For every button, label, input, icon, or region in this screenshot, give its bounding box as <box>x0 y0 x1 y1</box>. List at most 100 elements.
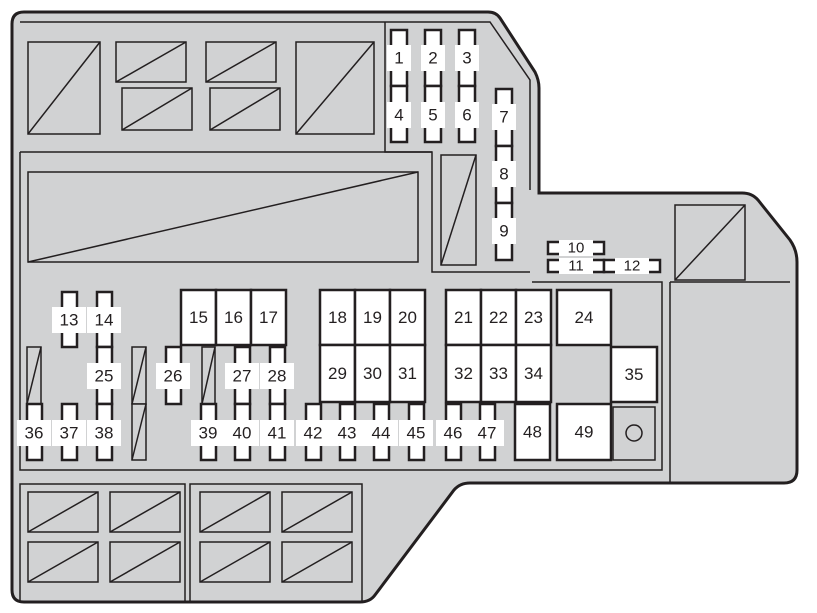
fuse-number: 12 <box>624 258 641 275</box>
fuse-number: 4 <box>394 106 403 125</box>
fuse-43[interactable]: 43 <box>330 402 364 462</box>
fuse-37[interactable]: 37 <box>52 402 86 462</box>
fuse-38[interactable]: 38 <box>87 402 121 462</box>
fuse-12[interactable]: 12 <box>602 258 662 275</box>
fuse-16[interactable]: 16 <box>214 288 253 347</box>
relay-slot-diagonal <box>674 204 746 281</box>
fuse-number: 18 <box>328 308 347 327</box>
fuse-39[interactable]: 39 <box>191 402 225 462</box>
label-background <box>387 102 411 128</box>
label-background <box>52 307 86 333</box>
label-background <box>87 420 121 446</box>
relay-body <box>609 345 659 404</box>
fuse-33[interactable]: 33 <box>479 343 518 404</box>
label-background <box>260 363 294 389</box>
fuse-2[interactable]: 2 <box>421 28 445 88</box>
fuse-number: 41 <box>268 424 287 443</box>
fuse-number: 13 <box>60 311 79 330</box>
fuse-3[interactable]: 3 <box>455 28 479 88</box>
fuse-22[interactable]: 22 <box>479 288 518 347</box>
fuse-number: 10 <box>568 240 585 257</box>
relay-body <box>514 343 553 404</box>
fuse-21[interactable]: 21 <box>444 288 483 347</box>
spare-slot-diagonal <box>131 403 147 461</box>
relay-group <box>19 483 186 603</box>
fuse-20[interactable]: 20 <box>388 288 427 347</box>
label-background <box>559 258 593 274</box>
fuse-number: 20 <box>398 308 417 327</box>
fuse-number: 36 <box>25 424 44 443</box>
fuse-number: 3 <box>462 49 471 68</box>
fuse-7[interactable]: 7 <box>492 87 516 148</box>
label-background <box>455 45 479 71</box>
fuse-8[interactable]: 8 <box>492 144 516 205</box>
relay-body <box>353 343 392 404</box>
fuse-9[interactable]: 9 <box>492 201 516 262</box>
fuse-number: 43 <box>338 424 357 443</box>
label-background <box>52 420 86 446</box>
label-background <box>387 45 411 71</box>
bolt-icon <box>625 424 643 442</box>
fuse-42[interactable]: 42 <box>296 402 330 462</box>
label-background <box>87 307 121 333</box>
fuse-18[interactable]: 18 <box>318 288 357 347</box>
fuse-14[interactable]: 14 <box>87 290 121 349</box>
label-background <box>421 102 445 128</box>
fuse-30[interactable]: 30 <box>353 343 392 404</box>
spare-slot-diagonal <box>131 346 147 405</box>
label-background <box>399 420 433 446</box>
fuse-number: 23 <box>524 308 543 327</box>
fuse-47[interactable]: 47 <box>470 402 504 462</box>
fuse-15[interactable]: 15 <box>179 288 218 347</box>
fuse-48[interactable]: 48 <box>513 402 552 462</box>
fuse-46[interactable]: 46 <box>436 402 470 462</box>
fuse-41[interactable]: 41 <box>260 402 294 462</box>
label-background <box>492 104 516 130</box>
relay-slot-diagonal <box>109 491 181 533</box>
relay-body <box>214 288 253 347</box>
fuse-number: 48 <box>523 423 542 442</box>
fuse-5[interactable]: 5 <box>421 84 445 144</box>
fuse-number: 26 <box>164 367 183 386</box>
fuse-28[interactable]: 28 <box>260 345 294 406</box>
relay-body <box>318 288 357 347</box>
fuse-35[interactable]: 35 <box>609 345 659 404</box>
fuse-number: 42 <box>304 424 323 443</box>
fuse-11[interactable]: 11 <box>546 258 606 275</box>
label-background <box>492 218 516 244</box>
fuse-10[interactable]: 10 <box>546 240 606 257</box>
fuse-32[interactable]: 32 <box>444 343 483 404</box>
relay-body <box>388 343 427 404</box>
fuse-number: 38 <box>95 424 114 443</box>
fuse-40[interactable]: 40 <box>225 402 259 462</box>
fuse-26[interactable]: 26 <box>156 345 190 406</box>
fuse-6[interactable]: 6 <box>455 84 479 144</box>
fuse-4[interactable]: 4 <box>387 84 411 144</box>
fuse-49[interactable]: 49 <box>555 402 613 462</box>
relay-slot-diagonal <box>440 154 477 266</box>
fuse-19[interactable]: 19 <box>353 288 392 347</box>
fuse-29[interactable]: 29 <box>318 343 357 404</box>
fuse-34[interactable]: 34 <box>514 343 553 404</box>
fuse-number: 17 <box>259 308 278 327</box>
fuse-44[interactable]: 44 <box>364 402 398 462</box>
fuse-1[interactable]: 1 <box>387 28 411 88</box>
fuse-31[interactable]: 31 <box>388 343 427 404</box>
fuse-45[interactable]: 45 <box>399 402 433 462</box>
relay-body <box>555 288 613 347</box>
fuse-number: 33 <box>489 364 508 383</box>
fuse-23[interactable]: 23 <box>514 288 553 347</box>
fuse-24[interactable]: 24 <box>555 288 613 347</box>
fuse-13[interactable]: 13 <box>52 290 86 349</box>
fuse-number: 9 <box>499 222 508 241</box>
fuse-25[interactable]: 25 <box>87 345 121 406</box>
fuse-27[interactable]: 27 <box>225 345 259 406</box>
fuse-number: 14 <box>95 311 114 330</box>
label-background <box>470 420 504 446</box>
relay-group <box>189 483 363 603</box>
spare-slot-diagonal <box>26 346 42 405</box>
fuse-36[interactable]: 36 <box>17 402 51 462</box>
fuse-17[interactable]: 17 <box>249 288 288 347</box>
fuse-number: 7 <box>499 108 508 127</box>
